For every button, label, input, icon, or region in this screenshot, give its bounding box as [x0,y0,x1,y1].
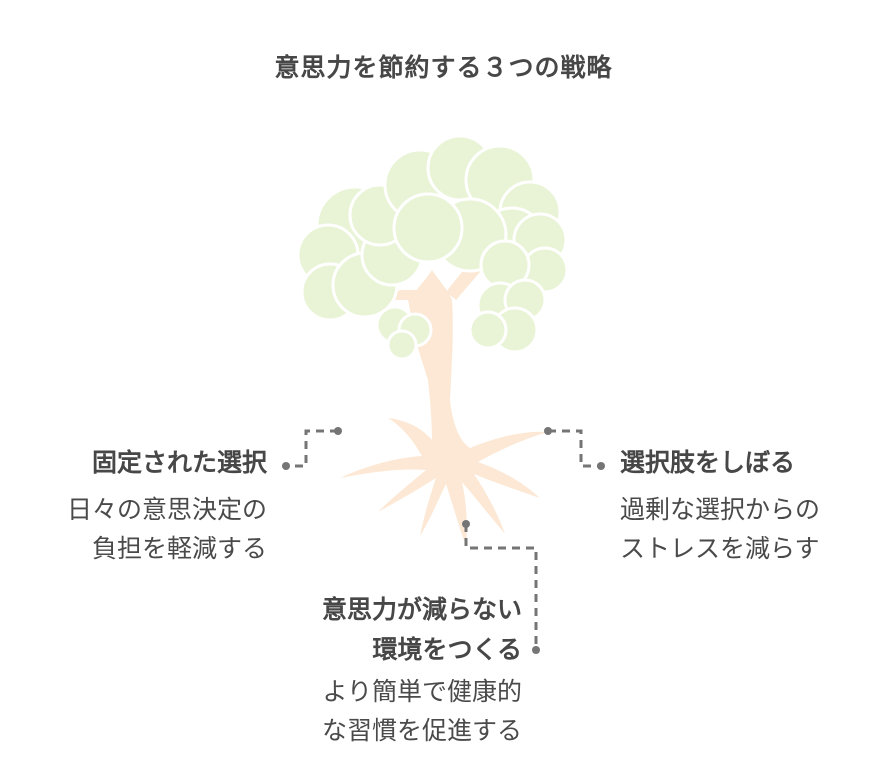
strategy-bottom-description-line: な習慣を促進する [321,716,522,745]
strategy-right-heading-line: 選択肢をしぼる [620,448,796,477]
strategy-bottom-description-line: より簡単で健康的 [322,677,522,706]
strategy-left-description-line: 負担を軽減する [91,534,267,563]
connector-dots [282,427,605,654]
strategy-right-description: 過剰な選択からの ストレスを減らす [620,490,820,568]
connector-bottom [464,524,538,650]
strategy-bottom-heading: 意思力が減らない 環境をつくる [322,590,522,670]
strategy-left-description: 日々の意思決定の 負担を軽減する [67,490,267,568]
diagram-title: 意思力を節約する３つの戦略 [274,53,613,82]
connectors [286,429,601,650]
strategy-bottom-heading-line: 環境をつくる [372,635,522,664]
tree-foliage [296,134,569,361]
connector-left [286,429,338,468]
strategy-bottom-heading-line: 意思力が減らない [321,595,522,624]
strategy-left-heading: 固定された選択 [92,443,267,483]
strategy-right-description-line: ストレスを減らす [620,534,820,563]
strategy-right-heading: 選択肢をしぼる [620,443,795,483]
connector-right [548,429,601,468]
strategy-left-heading-line: 固定された選択 [91,448,267,477]
strategy-right-description-line: 過剰な選択からの [620,495,821,524]
strategy-bottom-description: より簡単で健康的 な習慣を促進する [322,672,522,750]
strategy-left-description-line: 日々の意思決定の [66,495,267,524]
